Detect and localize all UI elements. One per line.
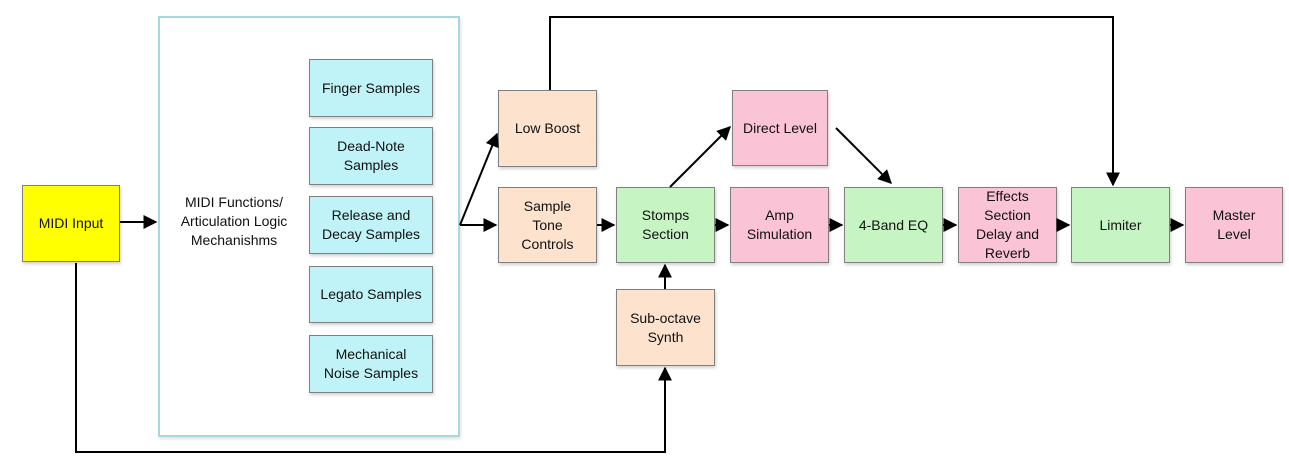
arrow-stomps-to-direct: [669, 126, 731, 188]
midi-functions-label: MIDI Functions/ Articulation Logic Mecha…: [180, 194, 288, 248]
arrow-direct-to-eq: [835, 127, 892, 184]
arrow-functions-to-lowboost: [459, 132, 499, 226]
sub-octave-synth-box: Sub-octave Synth: [616, 289, 715, 366]
sample-tone-controls-box: Sample Tone Controls: [498, 187, 597, 263]
master-level-box: Master Level: [1185, 187, 1283, 263]
low-boost-box: Low Boost: [498, 90, 597, 167]
finger-samples-box: Finger Samples: [309, 59, 433, 117]
stomps-section-box: Stomps Section: [616, 187, 715, 263]
midi-input-box: MIDI Input: [22, 185, 120, 262]
amp-simulation-box: Amp Simulation: [730, 187, 829, 263]
effects-section-box: Effects Section Delay and Reverb: [958, 187, 1057, 263]
legato-samples-box: Legato Samples: [309, 266, 433, 323]
limiter-box: Limiter: [1071, 187, 1170, 263]
release-decay-samples-box: Release and Decay Samples: [309, 196, 433, 254]
mechanical-noise-samples-box: Mechanical Noise Samples: [309, 335, 433, 393]
direct-level-box: Direct Level: [732, 90, 828, 166]
four-band-eq-box: 4-Band EQ: [844, 187, 943, 263]
dead-note-samples-box: Dead-Note Samples: [309, 127, 433, 185]
arrow-lowboost-to-limiter: [549, 16, 1120, 187]
